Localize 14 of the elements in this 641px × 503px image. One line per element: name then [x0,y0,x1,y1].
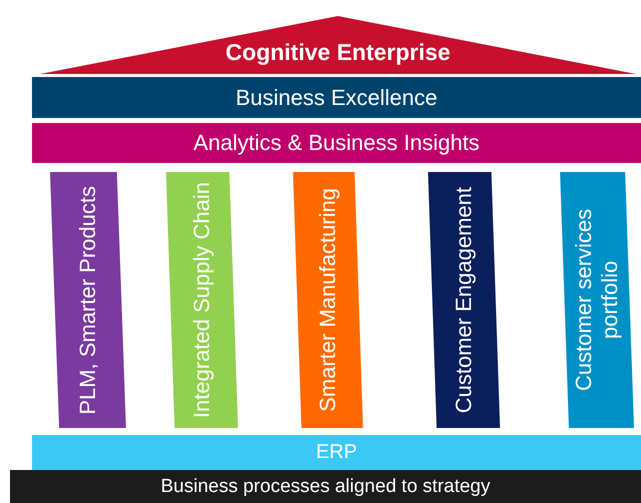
band [32,77,641,118]
base-label: Business processes aligned to strategy [160,476,490,498]
band-label: Business Excellence [236,84,438,110]
pillar-label: Smarter Manufacturing [315,188,341,412]
roof-title: Cognitive Enterprise [226,39,450,66]
band-label: Analytics & Business Insights [193,130,480,156]
pillar-label: Integrated Supply Chain [189,182,215,418]
pillar-label: Customer Engagement [451,186,477,414]
band [32,123,641,163]
band-label: ERP [316,441,358,464]
pillar-label: PLM, Smarter Products [75,186,101,414]
pillar-label: Customer services portfolio [571,208,623,394]
base-band [10,470,641,503]
band [32,435,641,470]
